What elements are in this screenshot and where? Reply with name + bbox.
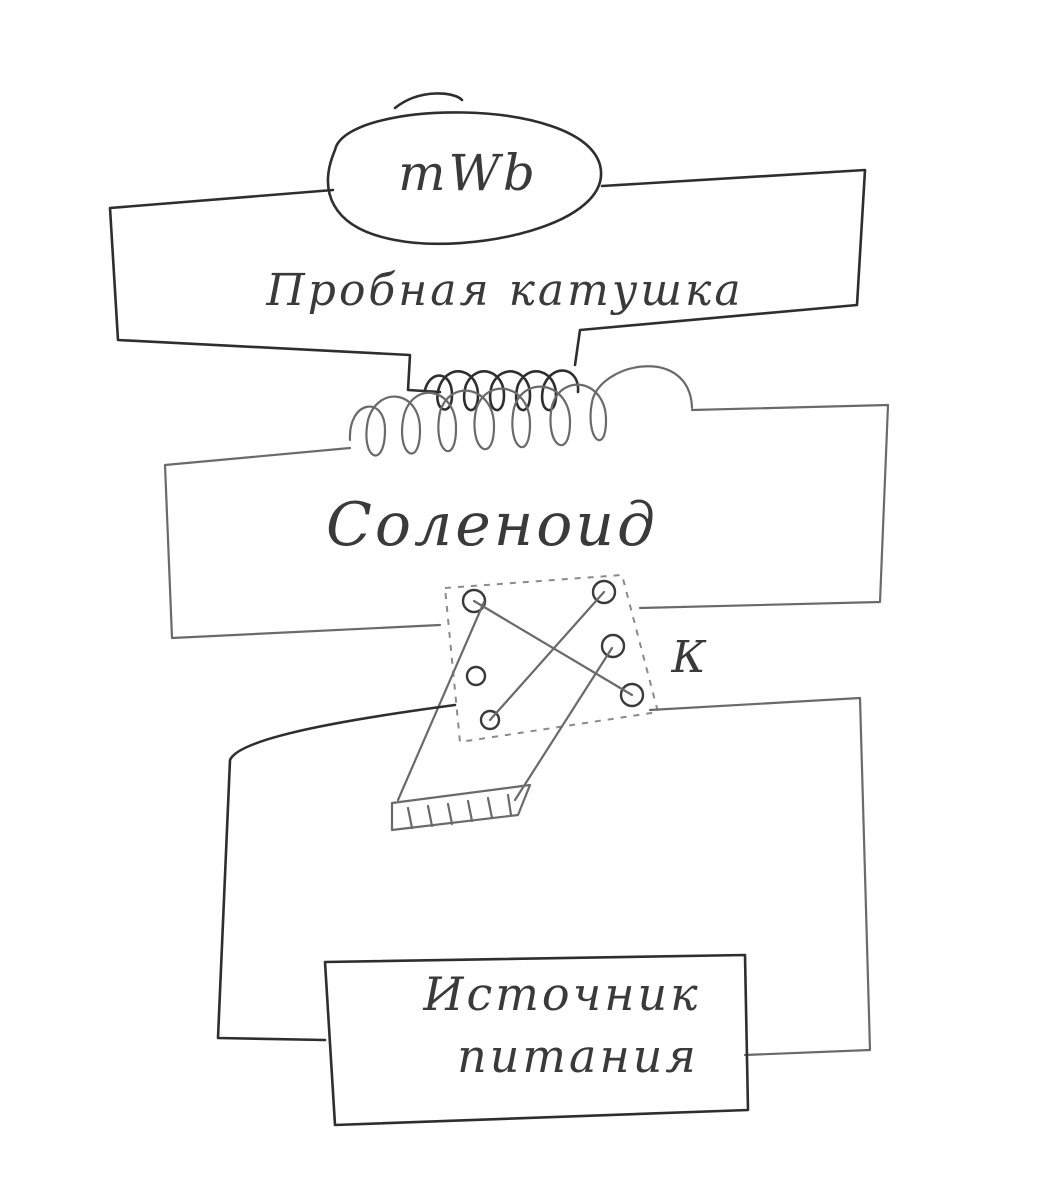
meter-label: mWb: [398, 144, 538, 202]
solenoid-label: Соленоид: [326, 490, 658, 560]
flux-meter: mWb: [326, 92, 603, 246]
switch-terminal: [461, 588, 487, 614]
switch-terminal: [465, 665, 487, 687]
switch-label: К: [670, 632, 708, 683]
source-label-line1: Источник: [422, 967, 700, 1021]
switch-terminal: [479, 709, 501, 731]
reversing-switch: К: [390, 573, 708, 832]
switch-terminal: [591, 579, 617, 605]
source-loop: [216, 696, 872, 1057]
solenoid-loop: Соленоид: [163, 403, 890, 640]
switch-terminal: [600, 633, 626, 659]
probe-coil-loop: Пробная катушка: [108, 168, 867, 394]
solenoid-windings: [348, 365, 694, 457]
source-label-line2: питания: [457, 1029, 699, 1083]
probe-coil-label: Пробная катушка: [265, 265, 743, 316]
probe-coil-windings: [423, 369, 580, 412]
power-source: Источник питания: [323, 953, 750, 1127]
switch-terminal: [619, 682, 645, 708]
